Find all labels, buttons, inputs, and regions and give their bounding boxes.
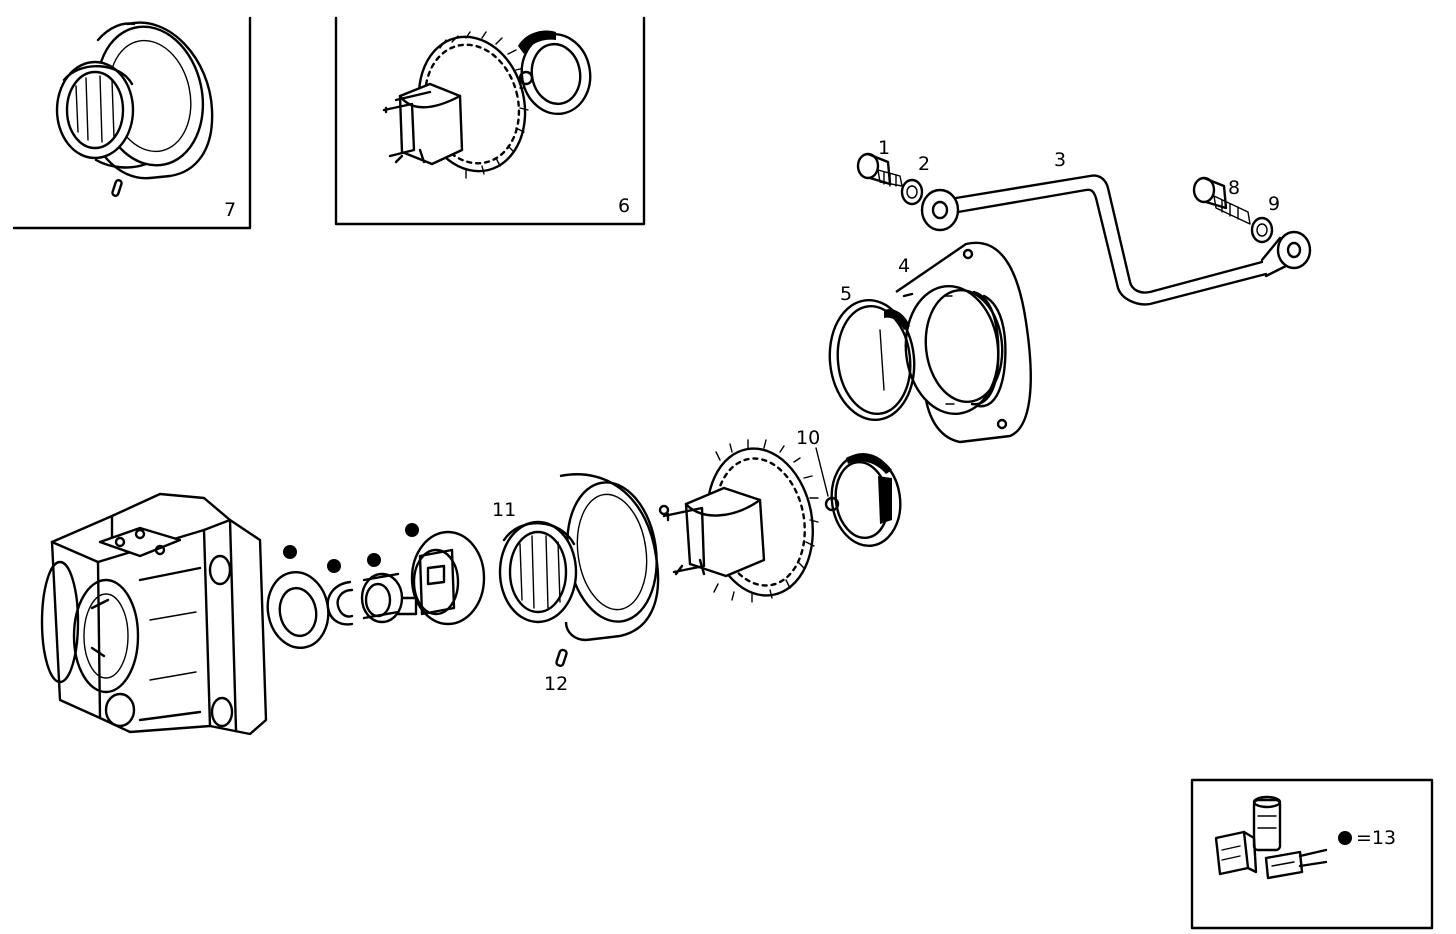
callout-9: 9 — [1268, 193, 1280, 215]
part-9-washer — [1250, 216, 1274, 244]
part-main-gear — [662, 439, 819, 603]
part-2-washer — [900, 178, 924, 206]
callout-3: 3 — [1054, 149, 1066, 171]
kit-dot-seal-washer — [283, 545, 297, 559]
part-11-bearing-housing — [498, 473, 670, 667]
callout-6: 6 — [618, 195, 630, 217]
legend-dot — [1338, 831, 1352, 845]
part-coupling — [396, 530, 486, 626]
kit-dot-coupling — [405, 523, 419, 537]
part-seal-washer — [266, 571, 330, 649]
callout-10: 10 — [796, 427, 820, 449]
inset-7-frame — [12, 16, 252, 230]
callout-2: 2 — [918, 153, 930, 175]
part-spacer — [360, 572, 404, 624]
callout-8: 8 — [1228, 177, 1240, 199]
part-1-banjo-bolt — [856, 152, 903, 187]
part-snap-ring — [326, 580, 354, 626]
kit-dot-spacer — [367, 553, 381, 567]
callout-7: 7 — [224, 199, 236, 221]
sealant-kit-illustration — [1214, 795, 1328, 880]
callout-1: 1 — [878, 137, 890, 159]
part-3-oil-pipe — [920, 174, 1312, 306]
kit-dot-snap-ring — [327, 559, 341, 573]
part-pump-body — [40, 492, 268, 736]
part-7-bearing-housing — [55, 21, 214, 197]
part-4-cover-flange — [895, 241, 1032, 444]
legend-box: =13 — [1190, 778, 1434, 930]
part-10-sleeve — [815, 447, 902, 547]
part-5-o-ring — [828, 298, 916, 422]
part-6-gear-assembly — [382, 30, 592, 179]
legend-text: =13 — [1356, 827, 1396, 849]
callout-11: 11 — [492, 499, 516, 521]
callout-4: 4 — [898, 255, 910, 277]
callout-5: 5 — [840, 283, 852, 305]
part-8-banjo-bolt — [1192, 176, 1251, 225]
inset-6-frame — [334, 16, 646, 226]
callout-12: 12 — [544, 673, 568, 695]
